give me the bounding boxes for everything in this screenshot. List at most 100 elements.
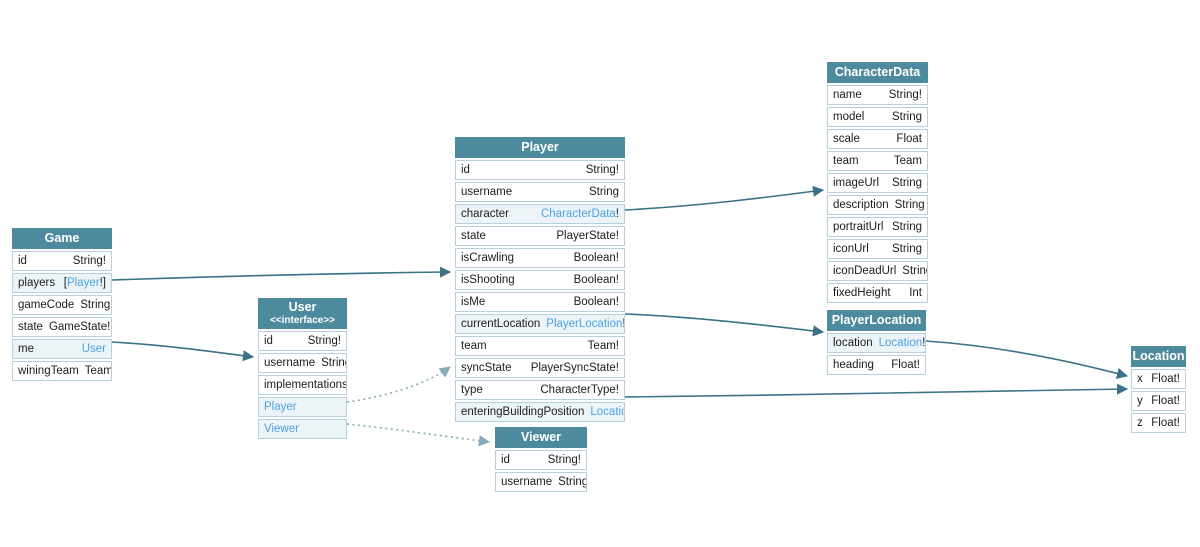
type-link[interactable]: Location — [590, 406, 624, 418]
field-type: String — [891, 243, 922, 255]
field-type: Boolean! — [573, 296, 619, 308]
field-name: imageUrl — [833, 177, 880, 189]
field-row-Player[interactable]: Player — [258, 397, 347, 417]
field-name: model — [833, 111, 865, 123]
edge-Game.players-to-Player — [111, 266, 452, 281]
table-header[interactable]: CharacterData — [827, 62, 928, 83]
implementation-type-link[interactable]: Player — [264, 401, 297, 413]
field-row-syncState[interactable]: syncState PlayerSyncState! — [455, 358, 625, 378]
field-name: gameCode — [18, 299, 75, 311]
field-name: portraitUrl — [833, 221, 884, 233]
field-name: id — [501, 454, 510, 466]
type-table-user[interactable]: User<<interface>>idString!usernameString… — [258, 298, 347, 441]
field-row-x[interactable]: x Float! — [1131, 369, 1186, 389]
field-type: [Player!] — [63, 277, 106, 289]
edge-User.Viewer-to-Viewer — [346, 423, 491, 447]
field-type: Float! — [1151, 395, 1180, 407]
field-type: String — [321, 357, 346, 369]
field-name: iconDeadUrl — [833, 265, 897, 277]
table-header[interactable]: PlayerLocation — [827, 310, 926, 331]
field-row-implementations[interactable]: implementations — [258, 375, 347, 395]
table-title: Player — [521, 140, 559, 154]
table-title: Location — [1132, 349, 1185, 363]
table-subtitle: <<interface>> — [269, 315, 336, 326]
table-header[interactable]: Location — [1131, 346, 1186, 367]
table-header[interactable]: Viewer — [495, 427, 587, 448]
type-link[interactable]: CharacterData — [541, 208, 616, 220]
edge-Player.enteringBuildingPosition-to-Location — [624, 383, 1129, 398]
type-link[interactable]: PlayerLocation — [546, 318, 623, 330]
table-header[interactable]: User<<interface>> — [258, 298, 347, 329]
field-row-iconDeadUrl[interactable]: iconDeadUrl String — [827, 261, 928, 281]
field-name: location — [833, 337, 873, 349]
table-header[interactable]: Game — [12, 228, 112, 249]
type-link[interactable]: Player — [67, 277, 100, 289]
field-name: state — [18, 321, 43, 333]
edge-Player.character-to-CharacterData — [624, 185, 825, 211]
type-link[interactable]: User — [81, 343, 106, 355]
field-type: CharacterType! — [540, 384, 619, 396]
field-name: scale — [833, 133, 860, 145]
field-row-Viewer[interactable]: Viewer — [258, 419, 347, 439]
field-name: y — [1137, 395, 1143, 407]
field-row-enteringBuildingPosition[interactable]: enteringBuildingPosition Location — [455, 402, 625, 422]
table-header[interactable]: Player — [455, 137, 625, 158]
field-row-y[interactable]: y Float! — [1131, 391, 1186, 411]
field-row-players[interactable]: players[Player!] — [12, 273, 112, 293]
type-link[interactable]: Location — [878, 337, 923, 349]
implementation-type-link[interactable]: Viewer — [264, 423, 299, 435]
field-type: String — [902, 265, 927, 277]
field-name: winingTeam — [18, 365, 79, 377]
field-type: Team! — [587, 340, 619, 352]
field-type: PlayerSyncState! — [530, 362, 619, 374]
field-name: enteringBuildingPosition — [461, 406, 585, 418]
field-name: username — [461, 186, 513, 198]
field-name: isCrawling — [461, 252, 515, 264]
field-type: Float! — [1151, 373, 1180, 385]
field-name: id — [461, 164, 470, 176]
field-name: syncState — [461, 362, 512, 374]
field-name: x — [1137, 373, 1143, 385]
field-name: isShooting — [461, 274, 515, 286]
field-type: String — [894, 199, 925, 211]
